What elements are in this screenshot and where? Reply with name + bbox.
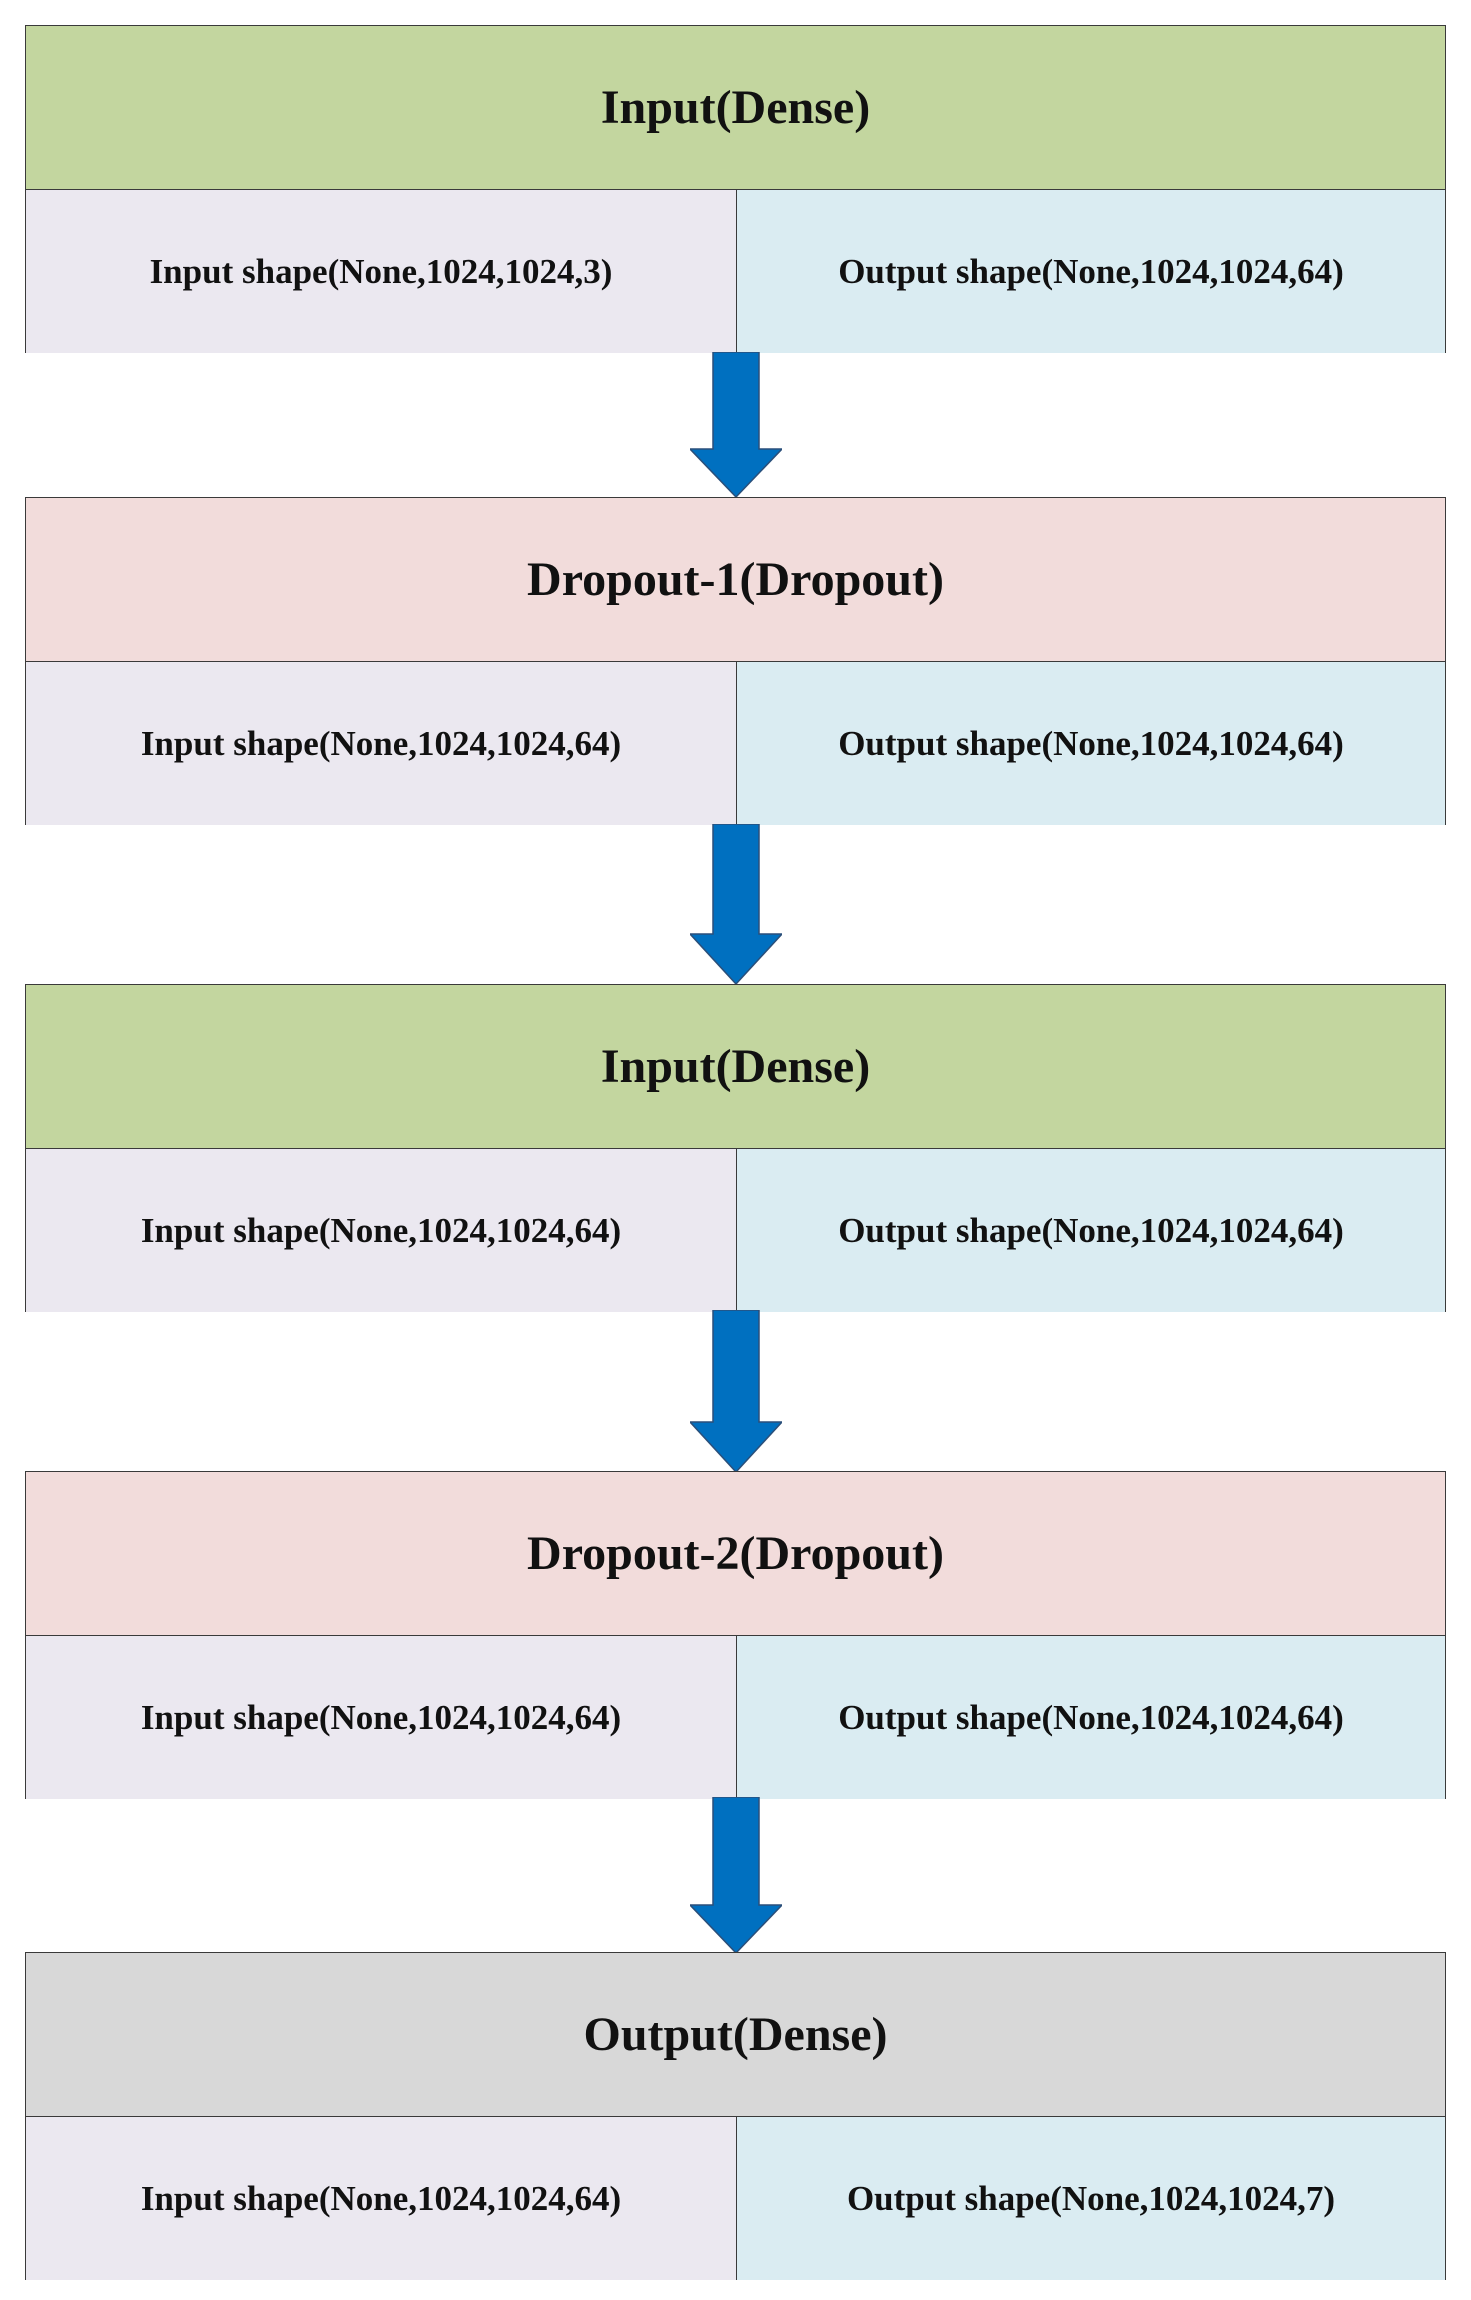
input-shape-cell: Input shape(None,1024,1024,64) bbox=[26, 1636, 737, 1799]
layer-shapes-row: Input shape(None,1024,1024,3) Output sha… bbox=[26, 190, 1445, 353]
input-shape-cell: Input shape(None,1024,1024,3) bbox=[26, 190, 737, 353]
output-shape-cell: Output shape(None,1024,1024,64) bbox=[737, 190, 1445, 353]
layer-shapes-row: Input shape(None,1024,1024,64) Output sh… bbox=[26, 662, 1445, 825]
down-arrow-icon bbox=[690, 352, 782, 497]
down-arrow-icon bbox=[690, 1310, 782, 1472]
layer-block-input-dense-2: Input(Dense) Input shape(None,1024,1024,… bbox=[25, 984, 1446, 1312]
output-shape-cell: Output shape(None,1024,1024,64) bbox=[737, 1636, 1445, 1799]
layer-shapes-row: Input shape(None,1024,1024,64) Output sh… bbox=[26, 2117, 1445, 2280]
input-shape-cell: Input shape(None,1024,1024,64) bbox=[26, 662, 737, 825]
layer-shapes-row: Input shape(None,1024,1024,64) Output sh… bbox=[26, 1149, 1445, 1312]
layer-shapes-row: Input shape(None,1024,1024,64) Output sh… bbox=[26, 1636, 1445, 1799]
layer-block-input-dense-1: Input(Dense) Input shape(None,1024,1024,… bbox=[25, 25, 1446, 353]
layer-title: Input(Dense) bbox=[26, 26, 1445, 190]
layer-block-dropout-2: Dropout-2(Dropout) Input shape(None,1024… bbox=[25, 1471, 1446, 1799]
layer-block-dropout-1: Dropout-1(Dropout) Input shape(None,1024… bbox=[25, 497, 1446, 825]
down-arrow-icon bbox=[690, 1797, 782, 1953]
output-shape-cell: Output shape(None,1024,1024,64) bbox=[737, 662, 1445, 825]
input-shape-cell: Input shape(None,1024,1024,64) bbox=[26, 1149, 737, 1312]
layer-title: Dropout-1(Dropout) bbox=[26, 498, 1445, 662]
layer-title: Output(Dense) bbox=[26, 1953, 1445, 2117]
layer-block-output-dense: Output(Dense) Input shape(None,1024,1024… bbox=[25, 1952, 1446, 2280]
output-shape-cell: Output shape(None,1024,1024,7) bbox=[737, 2117, 1445, 2280]
layer-title: Input(Dense) bbox=[26, 985, 1445, 1149]
output-shape-cell: Output shape(None,1024,1024,64) bbox=[737, 1149, 1445, 1312]
input-shape-cell: Input shape(None,1024,1024,64) bbox=[26, 2117, 737, 2280]
layer-title: Dropout-2(Dropout) bbox=[26, 1472, 1445, 1636]
down-arrow-icon bbox=[690, 824, 782, 984]
